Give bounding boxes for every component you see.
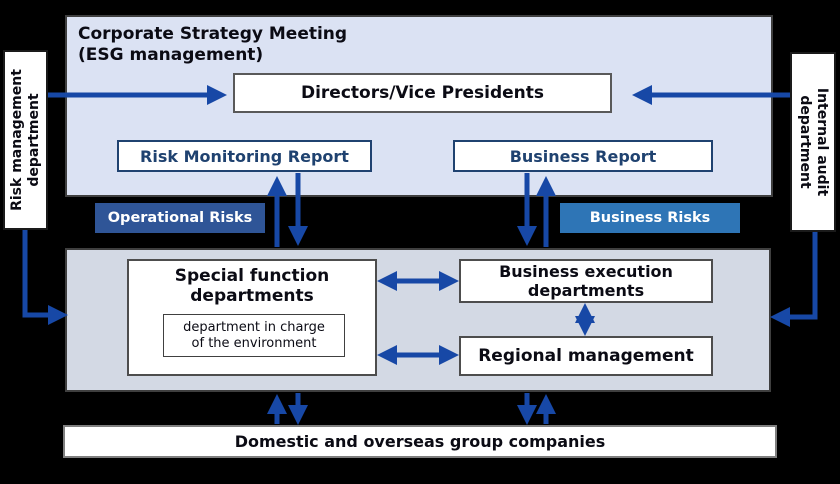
business-execution-line-2: departments bbox=[527, 281, 645, 300]
business-risks-badge: Business Risks bbox=[560, 203, 740, 233]
regional-management-box: Regional management bbox=[459, 336, 713, 376]
environment-line-1: department in charge bbox=[183, 319, 325, 335]
business-report-box: Business Report bbox=[453, 140, 713, 172]
business-execution-line-1: Business execution bbox=[499, 262, 673, 281]
internal-audit-department-label: Internal audit department bbox=[797, 87, 830, 197]
risk-monitoring-report-box: Risk Monitoring Report bbox=[117, 140, 372, 172]
environment-department-label: department in charge of the environment bbox=[183, 320, 325, 352]
internal-audit-department-box: Internal audit department bbox=[790, 52, 836, 232]
title-line-1: Corporate Strategy Meeting bbox=[78, 24, 348, 44]
special-function-line-1: Special function bbox=[174, 266, 330, 286]
title-line-2: (ESG management) bbox=[78, 45, 264, 65]
risk-management-department-box: Risk management department bbox=[3, 50, 48, 230]
arrow-audit-to-lowerbox bbox=[770, 232, 818, 327]
environment-department-box: department in charge of the environment bbox=[163, 314, 345, 357]
group-companies-bar: Domestic and overseas group companies bbox=[63, 425, 777, 458]
operational-risks-badge: Operational Risks bbox=[95, 203, 265, 233]
business-execution-label: Business execution departments bbox=[499, 262, 673, 300]
corporate-strategy-meeting-title: Corporate Strategy Meeting (ESG manageme… bbox=[78, 24, 498, 66]
risk-management-department-label: Risk management department bbox=[8, 69, 42, 211]
environment-line-2: of the environment bbox=[191, 335, 317, 351]
special-function-line-2: departments bbox=[190, 286, 314, 306]
directors-vice-presidents-box: Directors/Vice Presidents bbox=[233, 73, 612, 113]
business-execution-departments-box: Business execution departments bbox=[459, 259, 713, 303]
special-function-departments-label: Special function departments bbox=[127, 266, 377, 306]
arrow-riskmgmt-to-lowerbox bbox=[22, 230, 68, 325]
